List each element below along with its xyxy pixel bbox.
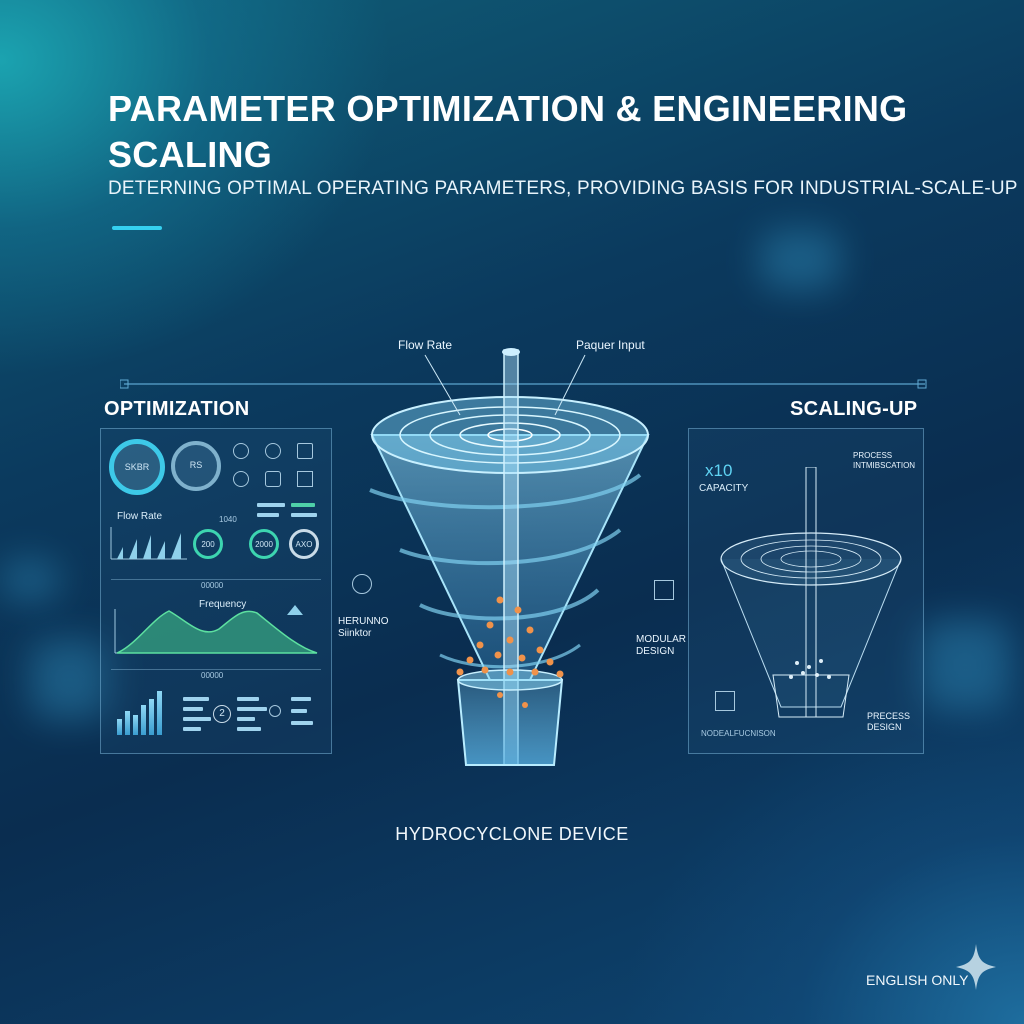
page-title: PARAMETER OPTIMIZATION & ENGINEERING SCA… (108, 88, 908, 175)
flow-rate-label: Flow Rate (117, 511, 163, 522)
footer-note: ENGLISH ONLY (866, 972, 969, 988)
flow-rate-callout: Flow Rate (398, 338, 453, 352)
bar (141, 705, 146, 735)
legend-bar (257, 513, 279, 517)
optimization-label: OPTIMIZATION (104, 398, 250, 420)
hbar (183, 727, 201, 731)
gauge-1: SKBR (109, 439, 165, 495)
optimization-panel: SKBR RS Flow Rate 1040 200 2000 AXO 0000… (100, 428, 332, 754)
divider-label-1: 00000 (201, 581, 224, 590)
flow-rate-value: 1040 (219, 515, 237, 524)
background-blur (760, 230, 840, 290)
bottom-left-label: NODEALFUCNISON (701, 729, 776, 738)
page-subtitle: DETERNING OPTIMAL OPERATING PARAMETERS, … (108, 178, 1018, 199)
background-blur (920, 620, 1010, 710)
gauge-2: RS (171, 441, 221, 491)
scaling-up-panel: x10 CAPACITY PROCESS INTMIBSCATION NODEA… (688, 428, 924, 754)
gauge-1-label: SKBR (124, 462, 150, 472)
frequency-chart (114, 605, 318, 654)
divider-label-2: 00000 (201, 671, 224, 680)
settings-icon (233, 443, 249, 459)
modular-design-callout: MODULAR DESIGN (636, 634, 687, 657)
hbar (237, 727, 261, 731)
background-blur (0, 560, 60, 600)
bar (133, 715, 138, 735)
hbar (291, 709, 307, 713)
frequency-label: Frequency (199, 599, 247, 610)
building-icon (297, 471, 313, 487)
scaled-cyclone-wireframe (720, 467, 902, 718)
sparkle-icon (956, 944, 996, 990)
timer-icon (233, 471, 249, 487)
hbar (237, 697, 259, 701)
divider (111, 669, 321, 670)
legend-bar (291, 513, 317, 517)
power-input-callout: Paquer Input (576, 338, 645, 352)
bar (117, 719, 122, 735)
device-label: HYDROCYCLONE DEVICE (395, 824, 629, 844)
process-design-label: PRECESS DESIGN (867, 711, 911, 732)
background-blur (30, 640, 110, 720)
multiplier: x10 (705, 461, 733, 480)
dial-3-label: AXO (295, 540, 313, 549)
bar (149, 699, 154, 735)
hbar (237, 717, 255, 721)
scaling-up-label: SCALING-UP (790, 398, 918, 420)
connector-line (120, 379, 927, 389)
legend-bar (291, 503, 315, 507)
legend-bar (257, 503, 285, 507)
target-icon (269, 705, 281, 717)
hbar (291, 721, 313, 725)
hbar (183, 697, 209, 701)
dial-2-label: 2000 (255, 540, 273, 549)
dial-1-label: 200 (201, 540, 215, 549)
left-side-callout: HERUNNO Siinktor (338, 616, 389, 639)
accent-divider (112, 226, 162, 230)
hbar (183, 707, 203, 711)
bar (125, 711, 130, 735)
dial-3: AXO (289, 529, 319, 559)
dial-1: 200 (193, 529, 223, 559)
hbar (183, 717, 211, 721)
lock-icon (265, 471, 281, 487)
gauge-2-label: RS (189, 460, 203, 470)
factory-icon (654, 580, 674, 600)
hbar (291, 697, 311, 701)
home-icon (297, 443, 313, 459)
factory-icon (715, 691, 735, 711)
divider (111, 579, 321, 580)
hbar (237, 707, 267, 711)
bar (157, 691, 162, 735)
badge-value: 2 (219, 708, 225, 719)
dial-2: 2000 (249, 529, 279, 559)
sync-icon (265, 443, 281, 459)
hydrocyclone-illustration (369, 348, 650, 766)
molecule-icon (352, 574, 372, 594)
flow-rate-chart (110, 527, 187, 560)
capacity-label: CAPACITY (699, 483, 749, 494)
badge: 2 (213, 705, 231, 723)
process-top-label: PROCESS INTMIBSCATION (853, 451, 916, 470)
